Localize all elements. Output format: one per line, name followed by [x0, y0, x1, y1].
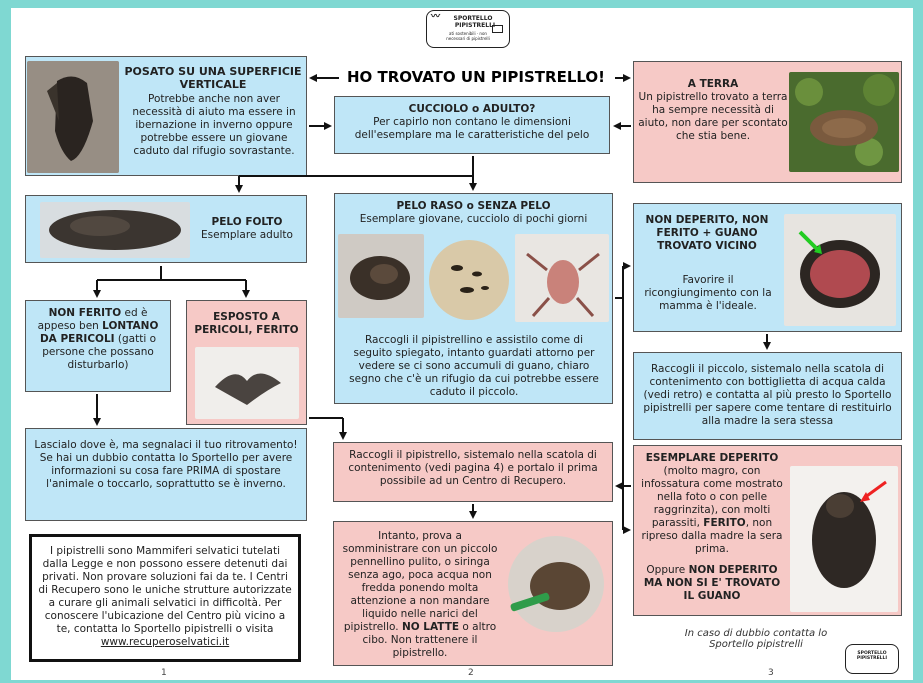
raso-heading: PELO RASO o SENZA PELO	[396, 200, 551, 212]
feeding-bat-photo	[508, 536, 604, 632]
red-arrow-icon	[863, 480, 887, 500]
arrow-raso-bracket	[615, 266, 624, 299]
raso-sub: Esemplare giovane, cucciolo di pochi gio…	[359, 213, 588, 225]
nondeperito-heading: NON DEPERITO, NON FERITO + GUANO TROVATO…	[645, 214, 769, 252]
posato-heading: POSATO SU UNA SUPERFICIE VERTICALE	[124, 65, 302, 91]
nonferito-p4: (gatti o persone che possano disturbarlo…	[42, 333, 157, 371]
piccolo-body: Raccogli il piccolo, sistemalo nella sca…	[643, 363, 892, 427]
arrow-cucciolo-split	[239, 156, 474, 177]
cucciolo-heading: CUCCIOLO o ADULTO?	[408, 103, 536, 115]
box-lascialo: Lascialo dove è, ma segnalaci il tuo rit…	[25, 428, 307, 521]
envelope-icon	[492, 25, 503, 33]
guano-photo	[429, 240, 509, 320]
green-arrow-icon	[798, 230, 820, 252]
raccogli-body: Raccogli il pipistrello, sistemalo nella…	[348, 449, 598, 487]
logo-small-text-2: PIPISTRELLI	[856, 656, 888, 661]
deperito-heading: ESEMPLARE DEPERITO	[645, 452, 779, 464]
lascialo-body: Lascialo dove è, ma segnalaci il tuo rit…	[34, 439, 298, 490]
hairless-pup-photo	[515, 234, 609, 322]
raso-body: Raccogli il pipistrellino e assistilo co…	[349, 334, 599, 398]
flow-arrows	[93, 74, 771, 534]
page-number-2: 2	[468, 668, 474, 678]
deperito-guano: NON DEPERITO MA NON SI E' TROVATO IL GUA…	[643, 564, 781, 602]
box-raccogli: Raccogli il pipistrello, sistemalo nella…	[333, 442, 613, 502]
deperito-oppure: Oppure	[646, 564, 689, 576]
infographic-sheet: 〰 SPORTELLO PIPISTRELLI ati sostenibili …	[11, 8, 913, 680]
box-intanto: Intanto, prova a somministrare con un pi…	[333, 521, 613, 666]
bat-icon: 〰	[431, 12, 441, 22]
juvenile-bat-photo	[338, 234, 424, 318]
box-piccolo: Raccogli il piccolo, sistemalo nella sca…	[633, 352, 902, 440]
box-nondeperito: NON DEPERITO, NON FERITO + GUANO TROVATO…	[633, 203, 902, 332]
box-esposto: ESPOSTO A PERICOLI, FERITO	[186, 300, 307, 425]
box-raso: PELO RASO o SENZA PELO Esemplare giovane…	[334, 193, 613, 404]
deperito-body2: , non ripreso dalla madre la sera prima.	[641, 517, 783, 555]
reddish-bat-photo	[784, 214, 896, 326]
box-posato: POSATO SU UNA SUPERFICIE VERTICALE Potre…	[25, 56, 307, 176]
logo-small-text-1: SPORTELLO	[857, 651, 887, 656]
terra-body: Un pipistrello trovato a terra ha sempre…	[638, 91, 788, 142]
posato-body: Potrebbe anche non aver necessità di aiu…	[132, 93, 296, 157]
folto-heading: PELO FOLTO	[211, 216, 283, 228]
sportello-logo-small: SPORTELLO PIPISTRELLI	[845, 644, 899, 674]
legge-body: I pipistrelli sono Mammiferi selvatici t…	[38, 545, 292, 635]
adult-bat-photo	[40, 202, 190, 258]
deperito-ferito: FERITO	[703, 517, 746, 529]
logo-text-2: PIPISTRELLI	[454, 22, 496, 29]
box-folto: PELO FOLTO Esemplare adulto	[25, 195, 307, 263]
intanto-nolatte: NO LATTE	[401, 621, 460, 633]
logo-text-3: ati sostenibili · non necessari di pipis…	[446, 31, 490, 41]
nonferito-p2: ed è appeso ben	[37, 307, 148, 332]
nondeperito-body: Favorire il ricongiungimento con la mamm…	[644, 274, 772, 312]
cucciolo-body: Per capirlo non contano le dimensioni de…	[354, 116, 590, 141]
emaciated-bat-photo	[790, 466, 898, 612]
dubbio-note: In caso di dubbio contatta lo Sportello …	[684, 628, 828, 650]
intanto-tail: o altro cibo. Non trattenere il pipistre…	[362, 621, 497, 659]
folto-body: Esemplare adulto	[201, 229, 293, 241]
arrow-folto-split	[97, 266, 162, 281]
flying-bat-photo	[195, 347, 299, 419]
box-deperito: ESEMPLARE DEPERITO (molto magro, con inf…	[633, 445, 902, 616]
page-number-1: 1	[161, 668, 167, 678]
bat-ground-photo	[789, 72, 899, 172]
box-nonferito: NON FERITO ed è appeso ben LONTANO DA PE…	[25, 300, 171, 392]
deperito-body1: (molto magro, con infossatura come mostr…	[641, 465, 783, 529]
box-legge: I pipistrelli sono Mammiferi selvatici t…	[29, 534, 301, 662]
box-cucciolo: CUCCIOLO o ADULTO? Per capirlo non conta…	[334, 96, 610, 154]
page-title: HO TROVATO UN PIPISTRELLO!	[346, 68, 605, 86]
esposto-heading: ESPOSTO A PERICOLI, FERITO	[194, 311, 299, 336]
sportello-logo: 〰 SPORTELLO PIPISTRELLI ati sostenibili …	[426, 10, 510, 48]
nonferito-p1: NON FERITO	[48, 307, 122, 319]
logo-text-1: SPORTELLO	[453, 15, 493, 22]
intanto-body: Intanto, prova a somministrare con un pi…	[342, 530, 498, 633]
page-number-3: 3	[768, 668, 774, 678]
bat-wall-photo	[27, 61, 119, 173]
terra-heading: A TERRA	[687, 78, 739, 90]
nonferito-p3: LONTANO DA PERICOLI	[39, 320, 159, 345]
box-terra: A TERRA Un pipistrello trovato a terra h…	[633, 61, 902, 183]
recuperoselvatici-link[interactable]: www.recuperoselvatici.it	[100, 636, 230, 648]
